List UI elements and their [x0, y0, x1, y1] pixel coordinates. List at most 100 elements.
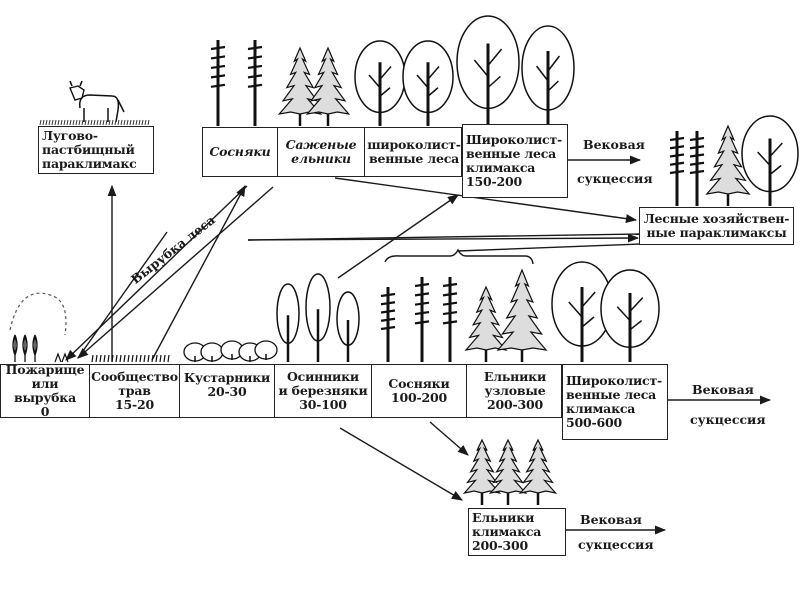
forest-paraclimax-line: Лесные хозяйствен- — [643, 211, 790, 226]
pine-tree-icon — [210, 40, 226, 126]
bottom-cell-grass-line: 15-20 — [115, 397, 154, 412]
bottom-cell-burn-line: Пожарище — [5, 362, 85, 377]
bottom-climax-text: Широколист- венные леса климакса 500-600 — [563, 365, 667, 439]
grass-icon — [91, 354, 170, 363]
top-cell-planted-spruce: Саженые ельники — [278, 128, 364, 176]
bracket — [384, 248, 534, 265]
bottom-row-box: Пожарище или вырубка 0 Сообщество трав 1… — [0, 362, 563, 419]
pine-tree-icon — [669, 131, 685, 206]
bottom-row-divider — [371, 365, 372, 417]
spruce-tree-icon — [464, 285, 508, 362]
bottom-row-divider — [274, 365, 275, 417]
bottom-cell-shrubs-line: 20-30 — [207, 384, 247, 399]
top-row-divider — [277, 128, 278, 176]
connector-line — [457, 243, 641, 252]
shrub-icon — [254, 340, 278, 360]
bottom-cell-grass-line: трав — [118, 383, 151, 398]
bottom-row-divider — [89, 365, 90, 417]
bottom-cell-spruce-nodal-line: узловые — [484, 383, 546, 398]
cow-icon — [39, 80, 150, 126]
forest-paraclimax-box: Лесные хозяйствен- ные параклимаксы — [639, 207, 794, 245]
pine-tree-icon — [414, 277, 430, 362]
meadow-line: параклимакс — [42, 156, 137, 171]
bottom-cell-shrubs: Кустарники 20-30 — [180, 365, 274, 417]
arrow-clearcut-to-burn-2 — [77, 186, 274, 359]
bottom-cell-burn-line: или вырубка — [13, 376, 77, 405]
bottom-row-divider — [466, 365, 467, 417]
spruce-climax-line: климакса — [472, 524, 542, 539]
bottom-cell-aspen-birch-line: и березняки — [278, 383, 368, 398]
top-climax-box: Широколист- венные леса климакса 150-200 — [462, 124, 568, 198]
top-cell-pine-line: Сосняки — [209, 144, 271, 159]
bottom-cell-burn: Пожарище или вырубка 0 — [1, 362, 89, 419]
top-row-box: Сосняки Саженые ельники широколист- венн… — [202, 127, 462, 177]
top-cell-planted-spruce-line: ельники — [291, 151, 351, 166]
bottom-cell-pine: Сосняки 100-200 — [372, 365, 466, 417]
bottom-cell-grass-line: Сообщество — [91, 369, 178, 384]
bottom-cell-aspen-birch: Осинники и березняки 30-100 — [275, 365, 371, 417]
bottom-cell-pine-line: Сосняки — [388, 376, 450, 391]
meadow-paraclimax-box: Лугово- пастбищный параклимакс — [38, 126, 154, 174]
bottom-cell-aspen-birch-line: Осинники — [286, 369, 360, 384]
bottom-cell-aspen-birch-line: 30-100 — [299, 397, 347, 412]
arrow-aspen-to-top-climax — [337, 194, 459, 279]
broadleaf-tree-icon — [741, 115, 799, 206]
bottom-cell-burn-line: 0 — [40, 404, 50, 419]
secular-succession-top-2: сукцессия — [577, 171, 653, 186]
meadow-line: Лугово- — [42, 128, 98, 143]
bottom-cell-spruce-nodal-line: Ельники — [483, 369, 547, 384]
broadleaf-tree-icon — [600, 269, 660, 362]
spruce-tree-icon — [462, 438, 502, 505]
bottom-cell-spruce-nodal-line: 200-300 — [487, 397, 543, 412]
spruce-climax-box: Ельники климакса 200-300 — [468, 508, 566, 556]
meadow-paraclimax-text: Лугово- пастбищный параклимакс — [39, 127, 153, 173]
bottom-climax-line: 500-600 — [566, 415, 622, 430]
bottom-cell-spruce-nodal: Ельники узловые 200-300 — [467, 365, 563, 417]
broadleaf-tree-icon — [354, 40, 406, 126]
bottom-climax-line: климакса — [566, 401, 636, 416]
arrow-pine-to-spruce-climax — [429, 421, 469, 456]
bottom-cell-pine-line: 100-200 — [391, 390, 447, 405]
pine-tree-icon — [380, 287, 396, 362]
broadleaf-tree-icon — [551, 261, 613, 362]
bottom-cell-shrubs-line: Кустарники — [183, 370, 271, 385]
spruce-tree-icon — [305, 46, 351, 126]
burnt-tree-icon — [9, 292, 69, 363]
secular-succession-mid-1: Вековая — [692, 382, 754, 397]
broadleaf-tree-icon — [521, 25, 575, 126]
arrow-grass-to-pine — [151, 185, 246, 361]
arrow-to-forest-paraclimax-2 — [247, 233, 640, 243]
spruce-tree-icon — [518, 438, 558, 505]
top-climax-line: климакса — [466, 160, 536, 175]
top-row-divider — [364, 128, 365, 176]
spruce-climax-text: Ельники климакса 200-300 — [469, 509, 565, 555]
top-cell-broadleaf-line: широколист- — [367, 137, 461, 152]
spruce-tree-icon — [277, 46, 323, 126]
deciduous-tree-icon — [336, 291, 360, 362]
deciduous-tree-icon — [276, 283, 300, 362]
top-cell-broadleaf: широколист- венные леса — [365, 128, 463, 176]
top-climax-text: Широколист- венные леса климакса 150-200 — [463, 125, 567, 197]
forest-paraclimax-line: ные параклимаксы — [646, 225, 787, 240]
top-climax-line: Широколист- — [466, 132, 562, 147]
arrow-aspen-to-spruce-climax — [339, 427, 463, 501]
top-cell-pine: Сосняки — [203, 128, 277, 176]
bottom-climax-line: венные леса — [566, 387, 657, 402]
spruce-tree-icon — [488, 438, 528, 505]
forest-paraclimax-text: Лесные хозяйствен- ные параклимаксы — [640, 208, 793, 244]
top-climax-line: 150-200 — [466, 174, 522, 189]
deciduous-tree-icon — [305, 273, 331, 362]
top-cell-planted-spruce-line: Саженые — [285, 137, 357, 152]
spruce-tree-icon — [705, 124, 751, 206]
bottom-climax-box: Широколист- венные леса климакса 500-600 — [562, 364, 668, 440]
spruce-climax-line: 200-300 — [472, 538, 528, 553]
bottom-cell-grass: Сообщество трав 15-20 — [90, 365, 179, 417]
top-cell-broadleaf-line: венные леса — [368, 151, 460, 166]
arrow-top-to-forest-paraclimax — [334, 177, 638, 224]
secular-succession-top-1: Вековая — [583, 137, 645, 152]
shrub-icon — [200, 342, 224, 362]
spruce-tree-icon — [496, 268, 548, 362]
broadleaf-tree-icon — [402, 40, 454, 126]
